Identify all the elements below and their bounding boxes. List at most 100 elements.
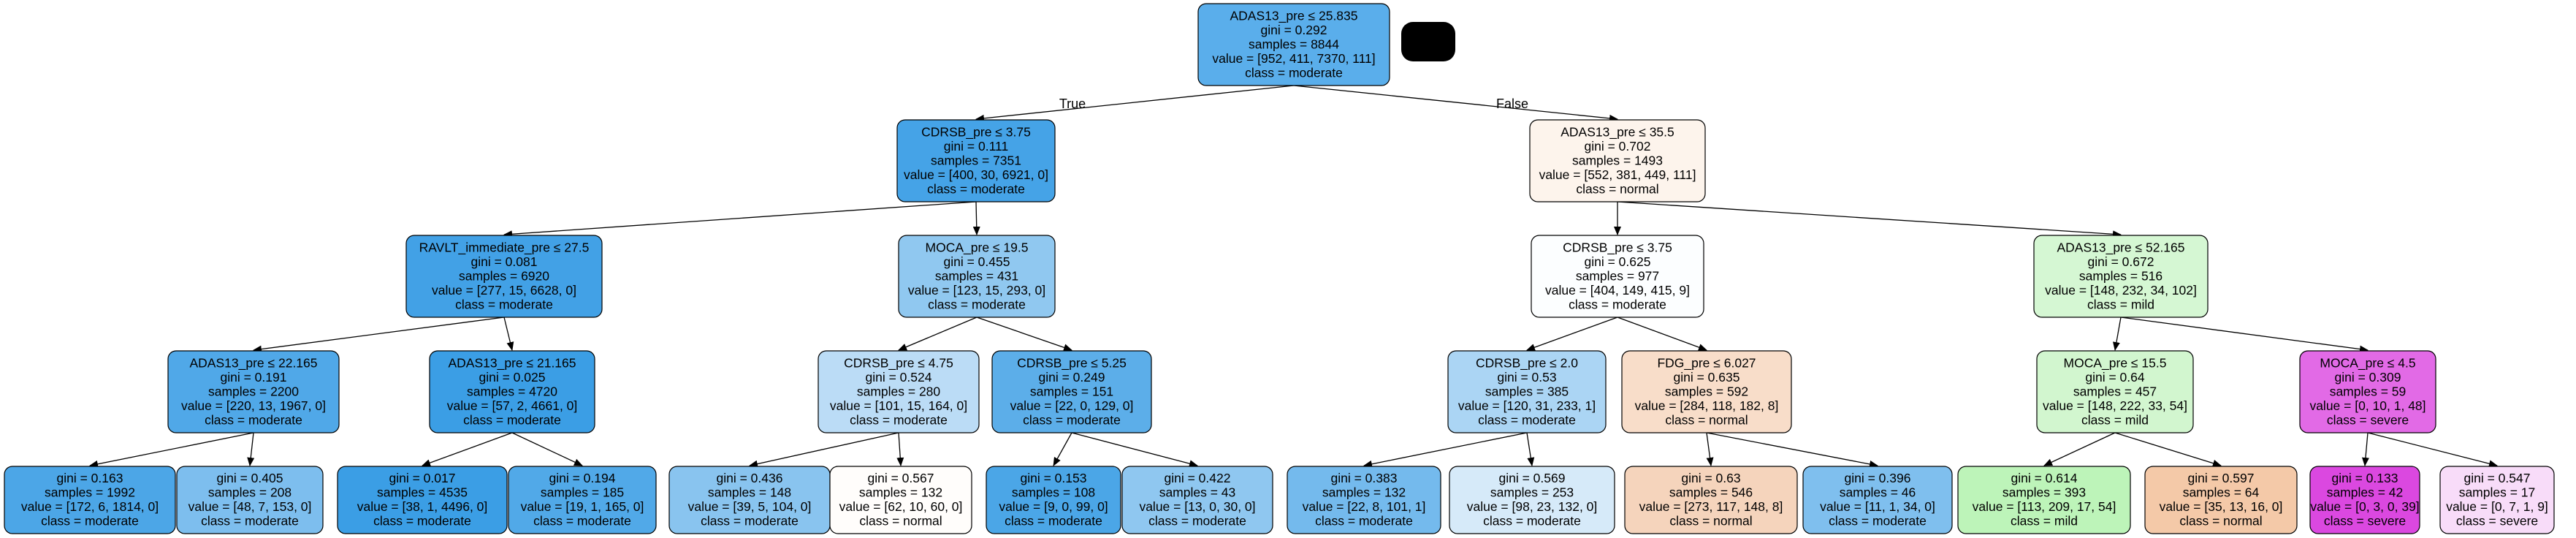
- node-line: class = moderate: [1315, 514, 1413, 528]
- node-line: value = [113, 209, 17, 54]: [1973, 499, 2116, 514]
- node-line: class = normal: [1669, 514, 1752, 528]
- node-box: [1529, 119, 1706, 202]
- node-box: [1621, 350, 1792, 433]
- edge-n4-n9: [898, 317, 978, 351]
- node-line: samples = 42: [2327, 485, 2404, 500]
- edge-label-true: True: [1059, 96, 1086, 111]
- node-line: value = [35, 13, 16, 0]: [2160, 499, 2283, 514]
- node-box: [829, 466, 972, 534]
- node-box: [2309, 466, 2420, 534]
- edge-n0-n1: [975, 85, 1295, 122]
- edge-n9-n19: [749, 432, 899, 468]
- node-line: value = [952, 411, 7370, 111]: [1212, 51, 1375, 66]
- node-line: samples = 4720: [467, 384, 557, 398]
- edge-n12-n26: [1706, 432, 1878, 468]
- node-line: class = severe: [2324, 514, 2406, 528]
- node-line: value = [0, 7, 1, 9]: [2446, 499, 2548, 514]
- node-line: samples = 546: [1669, 485, 1753, 500]
- edge-n6-n14: [2120, 317, 2369, 353]
- node-box: [818, 350, 980, 433]
- node-line: value = [11, 1, 34, 0]: [1820, 499, 1935, 514]
- node-line: samples = 64: [2183, 485, 2260, 500]
- node-line: value = [98, 23, 132, 0]: [1467, 499, 1598, 514]
- node-line: gini = 0.191: [221, 370, 287, 384]
- node-box: [991, 350, 1152, 433]
- node-line: gini = 0.025: [479, 370, 546, 384]
- edge-n5-n11: [1526, 317, 1618, 351]
- node-line: samples = 1992: [45, 485, 135, 500]
- edge-n1-n4: [972, 201, 980, 235]
- node-box: [167, 350, 340, 433]
- node-line: samples = 7351: [931, 153, 1021, 167]
- node-line: class = moderate: [701, 514, 799, 528]
- node-line: value = [273, 117, 148, 8]: [1639, 499, 1783, 514]
- node-line: CDRSB_pre ≤ 3.75: [921, 124, 1031, 140]
- node-line: class = moderate: [463, 412, 561, 427]
- node-line: gini = 0.63: [1681, 471, 1740, 485]
- node-line: gini = 0.547: [2464, 471, 2531, 485]
- node-line: value = [148, 232, 34, 102]: [2045, 283, 2197, 298]
- edge-n10-n22: [1071, 432, 1198, 468]
- node-line: value = [552, 381, 449, 111]: [1539, 167, 1696, 182]
- edge-n13-n27: [2043, 432, 2116, 466]
- node-line: class = normal: [2179, 514, 2262, 528]
- node-line: samples = 4535: [377, 485, 468, 500]
- node-line: samples = 132: [859, 485, 942, 500]
- node-line: gini = 0.153: [1021, 471, 1087, 485]
- node-line: class = moderate: [1569, 297, 1666, 311]
- edge-n8-n18: [511, 432, 583, 466]
- node-line: class = moderate: [850, 412, 948, 427]
- node-line: value = [284, 118, 182, 8]: [1635, 398, 1779, 413]
- node-line: gini = 0.422: [1165, 471, 1231, 485]
- node-line: value = [101, 15, 164, 0]: [830, 398, 967, 413]
- node-line: class = moderate: [41, 514, 139, 528]
- edge-n7-n16: [247, 432, 255, 466]
- edge-n7-n15: [89, 432, 254, 468]
- node-line: samples = 457: [2073, 384, 2157, 398]
- edge-n9-n20: [896, 432, 904, 466]
- node-line: value = [9, 0, 99, 0]: [999, 499, 1108, 514]
- node-line: FDG_pre ≤ 6.027: [1657, 355, 1756, 371]
- node-line: class = moderate: [1023, 412, 1121, 427]
- node-line: gini = 0.396: [1845, 471, 1911, 485]
- node-line: value = [48, 7, 153, 0]: [188, 499, 312, 514]
- node-line: value = [38, 1, 4496, 0]: [357, 499, 488, 514]
- node-line: gini = 0.383: [1331, 471, 1398, 485]
- node-line: class = mild: [2011, 514, 2078, 528]
- node-box: [898, 235, 1056, 318]
- node-line: samples = 151: [1030, 384, 1113, 398]
- node-line: samples = 132: [1322, 485, 1406, 500]
- edge-n4-n10: [976, 317, 1072, 352]
- node-line: samples = 1493: [1572, 153, 1663, 167]
- node-line: value = [62, 10, 60, 0]: [839, 499, 963, 514]
- node-line: samples = 108: [1012, 485, 1095, 500]
- node-line: samples = 46: [1840, 485, 1916, 500]
- node-line: class = mild: [2081, 412, 2149, 427]
- edge-n5-n12: [1617, 317, 1707, 351]
- node-line: value = [39, 5, 104, 0]: [688, 499, 812, 514]
- edge-n13-n28: [2114, 432, 2222, 467]
- node-line: CDRSB_pre ≤ 5.25: [1017, 355, 1127, 371]
- node-line: value = [13, 0, 30, 0]: [1139, 499, 1255, 514]
